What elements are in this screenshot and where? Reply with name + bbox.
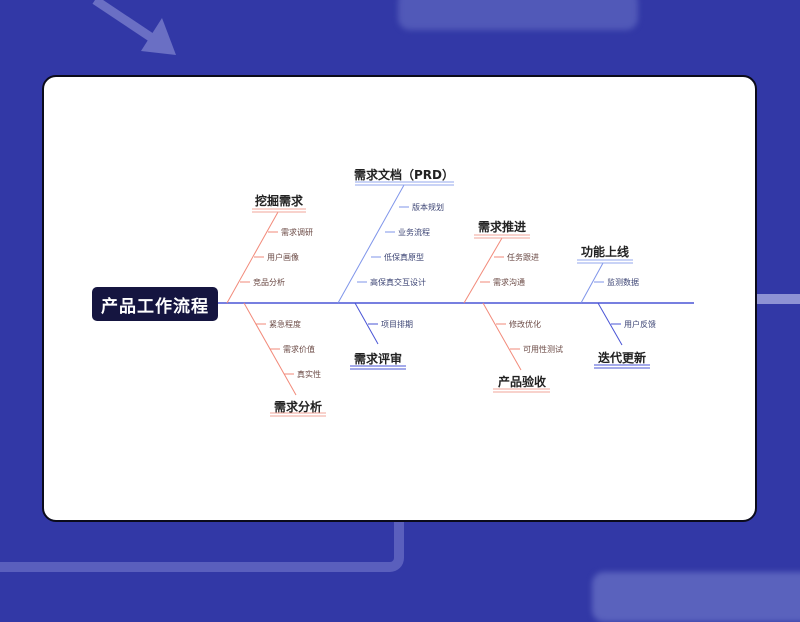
branch-label-pingshen: 需求评审 xyxy=(353,352,403,366)
leaf-item: 可用性测试 xyxy=(523,345,563,354)
leaf-item: 真实性 xyxy=(297,370,321,379)
fishbone-lines xyxy=(218,181,694,417)
branch-label-prd: 需求文档（PRD） xyxy=(354,168,454,182)
branch-label-tuijin: 需求推进 xyxy=(477,220,527,234)
leaf-item: 版本规划 xyxy=(412,203,444,212)
leaf-item: 紧急程度 xyxy=(269,320,301,329)
background-stripe-decor xyxy=(757,294,800,304)
background-decor-bottom xyxy=(592,572,800,622)
leaf-item: 低保真原型 xyxy=(384,253,424,262)
diagram-card: 产品工作流程 挖掘需求 需求分析 需求文档（PRD） 需求评审 需求推进 产品验… xyxy=(42,75,757,522)
leaf-item: 用户画像 xyxy=(267,253,299,262)
background-decor-top xyxy=(398,0,638,30)
leaf-item: 高保真交互设计 xyxy=(370,278,426,287)
leaf-item: 需求调研 xyxy=(281,228,313,237)
branch-label-shangxian: 功能上线 xyxy=(580,245,630,259)
root-node: 产品工作流程 xyxy=(92,287,218,321)
leaf-item: 用户反馈 xyxy=(624,320,656,329)
leaf-item: 竞品分析 xyxy=(253,278,285,287)
leaf-item: 需求价值 xyxy=(283,345,315,354)
leaf-item: 任务跟进 xyxy=(507,253,539,262)
leaf-item: 修改优化 xyxy=(509,320,541,329)
branch-label-diedai: 迭代更新 xyxy=(597,351,647,365)
leaf-item: 项目排期 xyxy=(381,320,413,329)
leaf-item: 需求沟通 xyxy=(493,278,525,287)
background-arrow-icon xyxy=(0,0,200,74)
branch-label-yanshou: 产品验收 xyxy=(497,375,547,389)
branch-label-fenxi: 需求分析 xyxy=(273,400,323,414)
branch-label-wajue: 挖掘需求 xyxy=(254,194,304,208)
leaf-item: 业务流程 xyxy=(398,228,430,237)
leaf-item: 监测数据 xyxy=(607,278,639,287)
